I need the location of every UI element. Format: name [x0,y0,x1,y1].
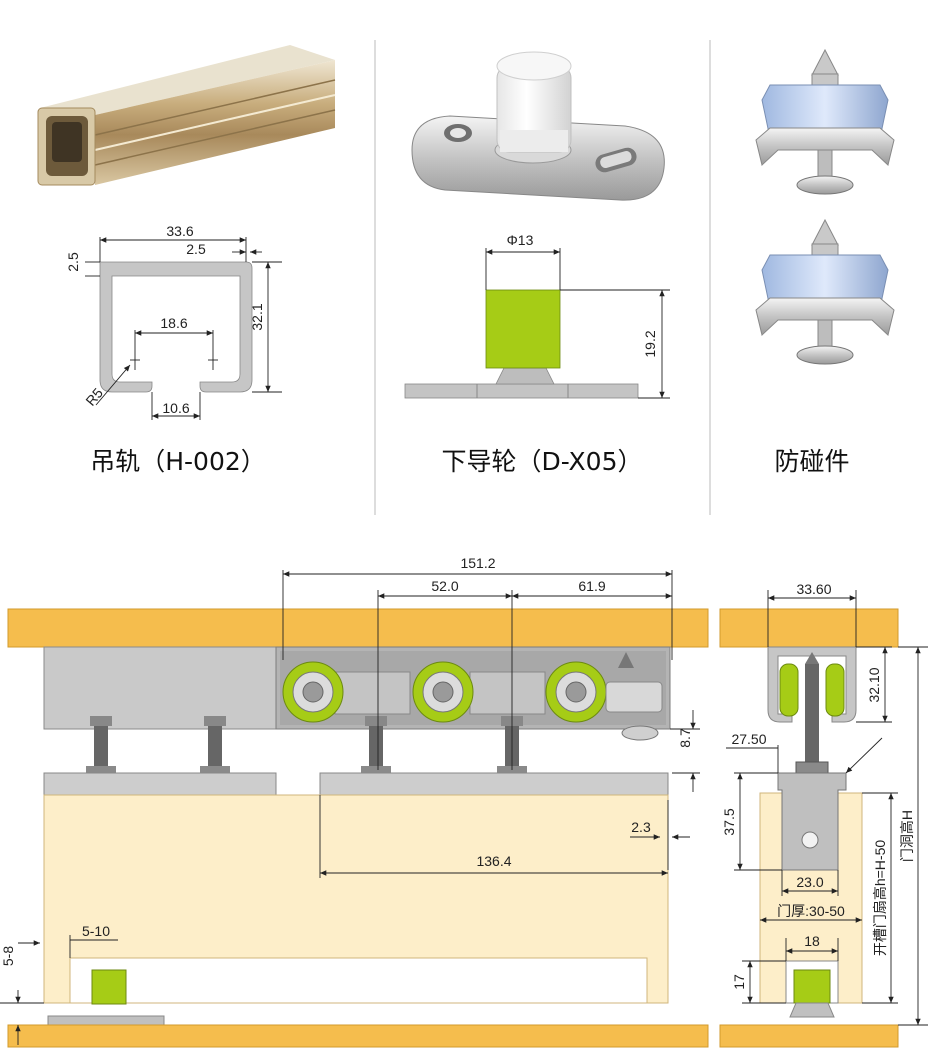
bumper-stop [605,681,663,713]
wheel-diameter-label: Φ13 [507,232,534,248]
guide-wheel-front [91,969,127,1005]
side-rail-height-label: 32.10 [866,667,882,702]
bumper-photo [755,48,895,365]
side-rail-profile [767,646,857,723]
rail-top-wall-label: 2.5 [186,241,206,257]
side-bracket-offset-label: 27.50 [731,731,766,747]
rail-section [43,646,277,730]
product-caption-bumper: 防碰件 [774,447,849,476]
rail-profile-drawing: 33.6 2.5 2.5 32.1 18.6 R5 10.6 [65,223,282,420]
carriage-wheels [282,652,663,741]
side-groove-depth-label: 17 [731,974,747,990]
front-floor-gap-label: 5-8 [0,946,16,966]
side-ceiling-beam [719,608,899,648]
assembly-front-view: 151.2 52.0 61.9 8.7 2.3 136.4 5-10 5-8 [0,555,709,1048]
front-door-offset-label: 2.3 [631,819,651,835]
top-product-panel: 33.6 2.5 2.5 32.1 18.6 R5 10.6 [37,40,895,515]
assembly-side-view: 33.60 32.10 27.50 37.5 23.0 门厚:30-50 18 … [719,581,928,1048]
front-gap-bottom-label: 5-10 [82,923,110,939]
side-bracket-width-label: 23.0 [796,874,823,890]
rail-width-label: 33.6 [166,223,193,239]
side-bracket-height-label: 37.5 [721,808,737,835]
front-total-label: 151.2 [460,555,495,571]
rail-inner-label: 18.6 [160,315,187,331]
wheel-height-label: 19.2 [642,330,658,357]
front-plate-length-label: 136.4 [476,853,511,869]
floor-beam [7,1024,709,1048]
front-wheel-pitch-label: 52.0 [431,578,458,594]
product-caption-rail: 吊轨（H-002） [90,447,266,476]
product-caption-guide-wheel: 下导轮（D-X05） [442,447,643,476]
rail-lip-label: 2.5 [65,252,81,272]
guide-wheel-photo [411,51,665,201]
top-plate-left [43,772,277,796]
ceiling-beam [7,608,709,648]
side-floor-beam [719,1024,899,1048]
rail-height-label: 32.1 [249,303,265,330]
bumper-photo-1 [755,48,895,195]
rail-gap-label: 10.6 [162,400,189,416]
bottom-groove [69,957,648,1004]
top-plate-right [319,772,669,796]
bumper-photo-2 [755,218,895,365]
side-guide-wheel [793,969,831,1004]
side-door-height-label: 开槽门扇高h=H-50 [872,840,888,957]
side-groove-width-label: 18 [804,933,820,949]
guide-wheel-drawing: Φ13 19.2 [404,232,670,399]
side-opening-height-label: 门洞高H [899,810,915,862]
rail-photo [37,45,336,186]
side-rail-width-label: 33.60 [796,581,831,597]
side-door-thickness-label: 门厚:30-50 [777,903,845,919]
side-bracket [777,772,847,871]
front-wheel-to-end-label: 61.9 [578,578,605,594]
front-hanger-drop-label: 8.7 [677,728,693,748]
